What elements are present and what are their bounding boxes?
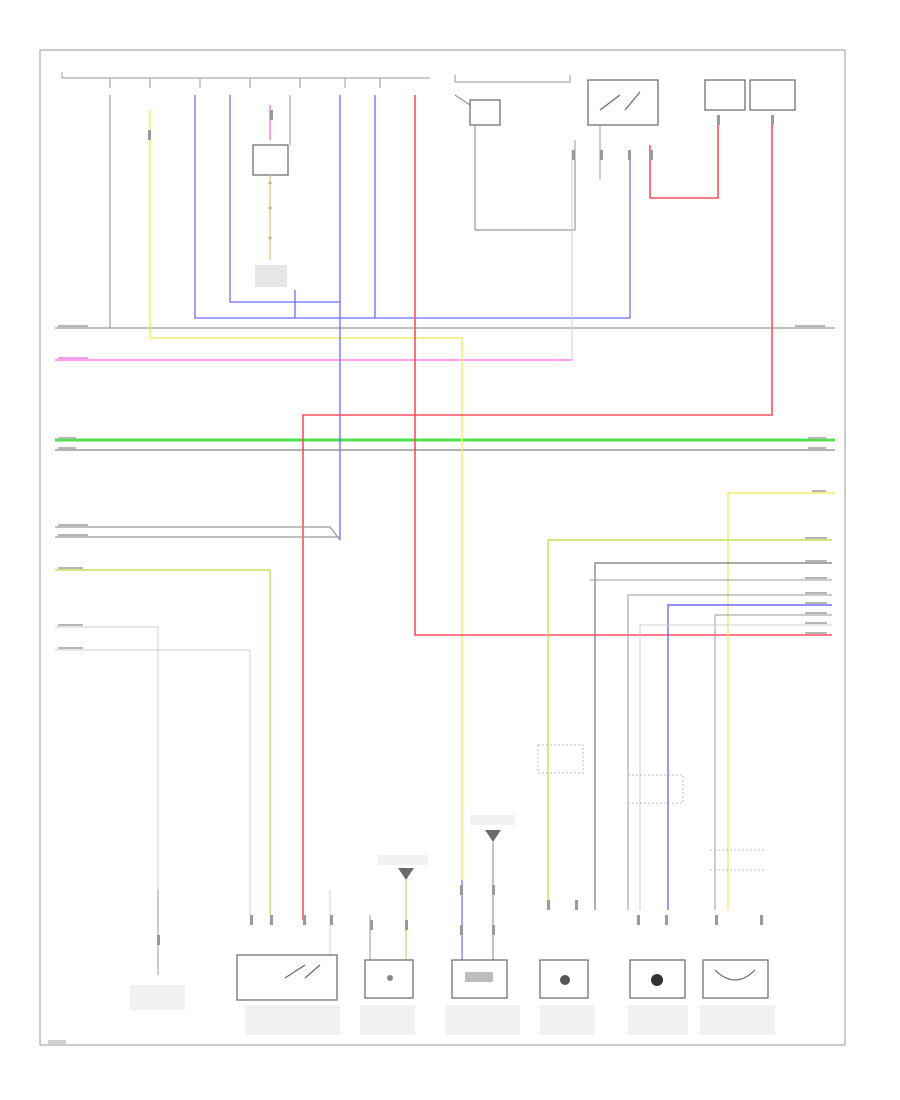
wire-gray-r5 [639, 624, 832, 910]
wire-gray-l4 [55, 649, 251, 915]
ignition-switch [469, 99, 501, 126]
main-relay [587, 79, 659, 126]
ignition-switch-outline [454, 75, 571, 83]
feeder-blue-3 [295, 95, 341, 303]
wire-yellow-r [727, 492, 835, 910]
component-caption-marks [48, 815, 775, 1044]
feeder-red-2 [414, 95, 832, 636]
wire-gray-r1 [594, 562, 832, 910]
ground-symbol-2 [485, 830, 501, 842]
top-fuse-block [61, 72, 430, 88]
component-module-1 [236, 954, 338, 1001]
splice-box-2 [627, 774, 684, 804]
wire-gray-r3 [627, 594, 832, 910]
feeder-red-relay [649, 120, 719, 199]
ground-symbol-1 [398, 868, 414, 880]
wire-gray-l1 [55, 526, 341, 541]
diagram-frame [39, 49, 846, 1046]
fuse-box-right-2 [749, 79, 796, 111]
wire-yellowgreen-l [55, 569, 271, 915]
wire-blue-r [667, 604, 832, 910]
feeder-blue-2 [229, 95, 295, 303]
feeder-blue-main [194, 95, 631, 319]
bottom-connectors [148, 110, 774, 945]
junction-label-block [255, 265, 287, 287]
component-sensor-3 [539, 959, 589, 999]
wire-gray-l3 [55, 626, 159, 890]
control-relay-box [252, 144, 289, 176]
wire-gray-r4 [714, 614, 832, 910]
component-sensor-1 [364, 959, 414, 999]
bus-terminal-marks [58, 325, 827, 649]
feeder-yellow-h [150, 337, 463, 880]
feeder-red-main [302, 120, 773, 920]
component-sensor-5 [702, 959, 769, 999]
component-sensor-4 [629, 959, 686, 999]
fuse-box-right-1 [704, 79, 746, 111]
wire-yellowgreen-r [547, 539, 832, 910]
splice-box-1 [537, 744, 584, 774]
component-sensor-2 [451, 959, 508, 999]
